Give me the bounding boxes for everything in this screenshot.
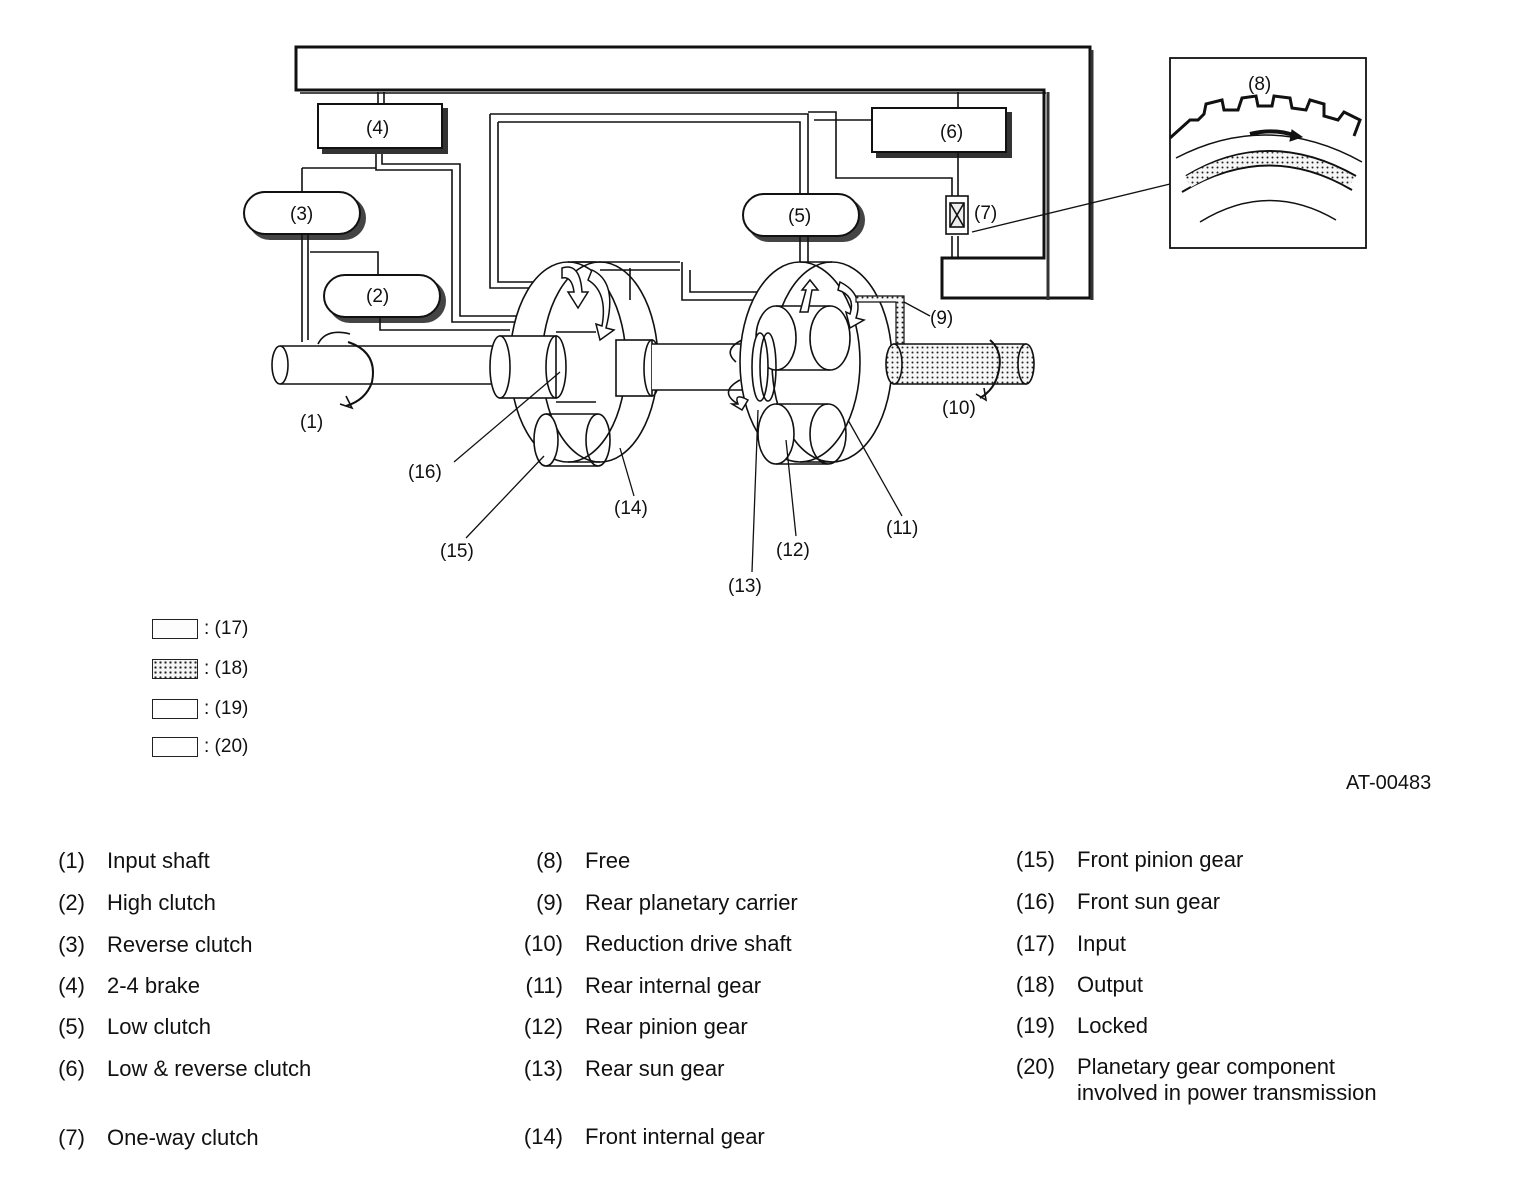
key-item: (16)Front sun gear xyxy=(1015,889,1221,914)
callout-15: (15) xyxy=(440,541,474,562)
key-item: (11)Rear internal gear xyxy=(525,973,762,998)
key-item: (3)Reverse clutch xyxy=(58,932,253,957)
inset-leader-line xyxy=(971,183,1171,233)
key-item: (15)Front pinion gear xyxy=(1015,847,1244,872)
callout-10: (10) xyxy=(942,398,976,419)
one-way-clutch-detail-inset xyxy=(1168,57,1367,249)
housing-frame xyxy=(294,45,1094,300)
reduction-drive-shaft xyxy=(885,339,1035,402)
connection-lines xyxy=(301,92,959,342)
key-item: (18)Output xyxy=(1015,972,1144,997)
key-item: (5)Low clutch xyxy=(58,1014,211,1039)
legend-label: : (17) xyxy=(204,618,249,639)
callout-4: (4) xyxy=(366,118,389,139)
callout-9: (9) xyxy=(930,308,953,329)
key-item: (12)Rear pinion gear xyxy=(523,1014,748,1039)
legend-label: : (18) xyxy=(204,658,249,679)
callout-labels: (1) (2) (3) (4) (5) (6) (7) (8) (9) (10)… xyxy=(290,74,1271,597)
callout-1: (1) xyxy=(300,412,323,433)
legend-row-input: : (17) xyxy=(152,617,248,641)
key-item: (17)Input xyxy=(1015,931,1126,956)
input-shaft xyxy=(271,331,503,410)
callout-16: (16) xyxy=(408,462,442,483)
key-item: (13)Rear sun gear xyxy=(523,1056,725,1081)
low-reverse-clutch-block xyxy=(871,107,1012,158)
legend-row-output: : (18) xyxy=(152,657,248,681)
front-rotation-arrows xyxy=(561,266,616,342)
rear-rotation-arrows xyxy=(729,278,866,412)
legend-swatch-component xyxy=(152,737,198,757)
key-item: (19)Locked xyxy=(1015,1013,1148,1038)
low-clutch-block xyxy=(742,193,865,242)
callout-12: (12) xyxy=(776,540,810,561)
key-item: (4)2-4 brake xyxy=(58,973,200,998)
legend-row-component: : (20) xyxy=(152,735,248,759)
key-item: (10)Reduction drive shaft xyxy=(523,931,792,956)
key-item: (2)High clutch xyxy=(58,890,216,915)
callout-5: (5) xyxy=(788,206,811,227)
key-item: (20)Planetary gear component involved in… xyxy=(1015,1054,1377,1105)
callout-7: (7) xyxy=(974,203,997,224)
key-item: (9)Rear planetary carrier xyxy=(536,890,798,915)
key-item: (14)Front internal gear xyxy=(523,1124,765,1149)
callout-6: (6) xyxy=(940,122,963,143)
high-clutch-block xyxy=(323,274,446,323)
figure-code: AT-00483 xyxy=(1346,772,1432,794)
key-item: (8)Free xyxy=(536,848,631,873)
legend-row-locked: : (19) xyxy=(152,697,248,721)
callout-14: (14) xyxy=(614,498,648,519)
legend-label: : (19) xyxy=(204,698,249,719)
front-planetary-set xyxy=(489,261,661,467)
callout-8: (8) xyxy=(1248,74,1271,95)
callout-11: (11) xyxy=(886,518,918,539)
key-item: (1)Input shaft xyxy=(58,848,210,873)
brake-2-4-block xyxy=(317,103,448,154)
rear-planetary-set xyxy=(739,261,893,465)
transmission-power-flow-diagram: (1) (2) (3) (4) (5) (6) (7) (8) (9) (10)… xyxy=(243,45,1367,597)
legend-swatch-output xyxy=(152,659,198,679)
one-way-clutch-symbol xyxy=(945,195,969,235)
key-item: (6)Low & reverse clutch xyxy=(58,1056,312,1081)
leader-lines xyxy=(453,301,931,573)
callout-13: (13) xyxy=(728,576,762,597)
callout-2: (2) xyxy=(366,286,389,307)
legend-swatch-input xyxy=(152,619,198,639)
legend-swatch-locked xyxy=(152,699,198,719)
key-item: (7)One-way clutch xyxy=(58,1125,259,1150)
legend-label: : (20) xyxy=(204,736,249,757)
callout-3: (3) xyxy=(290,204,313,225)
